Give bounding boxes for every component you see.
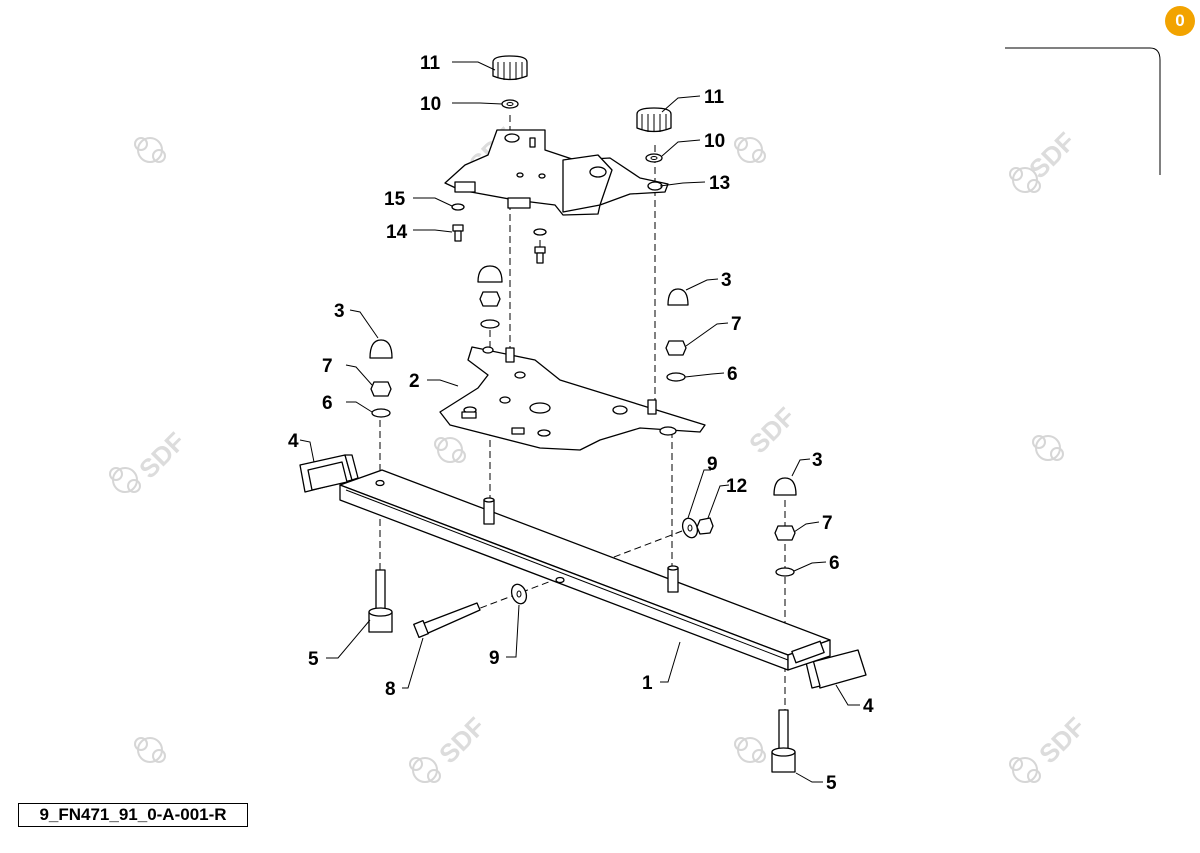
part-10-washer (501, 99, 519, 109)
callout-labels: 11 10 11 10 13 15 14 3 7 6 2 3 7 6 4 9 1… (288, 53, 874, 794)
watermark-text: SDF (1023, 126, 1081, 184)
part-4-end-cap (299, 454, 359, 493)
callout-label: 12 (726, 476, 747, 497)
watermark-logo (434, 437, 466, 463)
callout-label: 4 (288, 431, 299, 452)
watermark-logo (1032, 435, 1064, 461)
watermark-logo (1009, 757, 1041, 783)
leader-lines (299, 61, 860, 783)
watermark-text: SDF (433, 711, 491, 769)
callout-label: 11 (704, 87, 725, 108)
callout-label: 6 (829, 553, 840, 574)
callout-label: 9 (489, 648, 500, 669)
callout-label: 14 (386, 222, 408, 243)
callout-label: 8 (385, 679, 396, 700)
part-15-washer (451, 203, 547, 236)
callout-label: 15 (384, 189, 406, 210)
part-14-screw (452, 224, 546, 264)
callout-label: 7 (322, 356, 333, 377)
callout-label: 7 (822, 513, 833, 534)
callout-label: 2 (409, 371, 420, 392)
part-8-bolt (413, 602, 481, 639)
watermark-logo (134, 137, 166, 163)
part-6-washer (371, 319, 795, 577)
drawing-code-label: 9_FN471_91_0-A-001-R (18, 803, 248, 827)
callout-label: 5 (826, 773, 837, 794)
watermark-text: SDF (1033, 711, 1091, 769)
callout-label: 6 (322, 393, 333, 414)
callout-label: 10 (704, 131, 725, 152)
part-11-knob (492, 55, 528, 81)
part-2-mounting-plate (439, 346, 706, 451)
callout-label: 9 (707, 454, 718, 475)
callout-label: 11 (420, 53, 441, 74)
callout-label: 7 (731, 314, 742, 335)
part-7-hex-nut (370, 291, 796, 541)
part-5-stud (368, 569, 393, 633)
part-5-stud (771, 709, 796, 773)
part-12-nut (696, 517, 714, 535)
callout-label: 3 (812, 450, 823, 471)
corner-frame (1005, 47, 1161, 175)
part-3-cap-nut (369, 265, 797, 496)
watermark-layer: SDF SDF SDF SDF SDF SDF (109, 121, 1091, 783)
watermark-logo (409, 757, 441, 783)
callout-label: 3 (334, 301, 345, 322)
callout-label: 5 (308, 649, 319, 670)
part-11-knob (636, 107, 672, 133)
part-9-washer (510, 517, 699, 605)
watermark-text: SDF (743, 401, 801, 459)
part-1-square-tube (339, 469, 831, 671)
watermark-text: SDF (133, 426, 191, 484)
callout-label: 4 (863, 696, 874, 717)
page-badge[interactable]: 0 (1165, 6, 1195, 36)
callout-label: 13 (709, 173, 730, 194)
callout-label: 1 (642, 673, 653, 694)
watermark-logo (1009, 167, 1041, 193)
part-13-bracket (444, 129, 669, 216)
watermark-logo (134, 737, 166, 763)
callout-label: 10 (420, 94, 441, 115)
part-10-washer (645, 153, 663, 163)
callout-label: 6 (727, 364, 738, 385)
watermark-logo (734, 737, 766, 763)
callout-label: 3 (721, 270, 732, 291)
watermark-logo (109, 467, 141, 493)
watermark-logo (734, 137, 766, 163)
